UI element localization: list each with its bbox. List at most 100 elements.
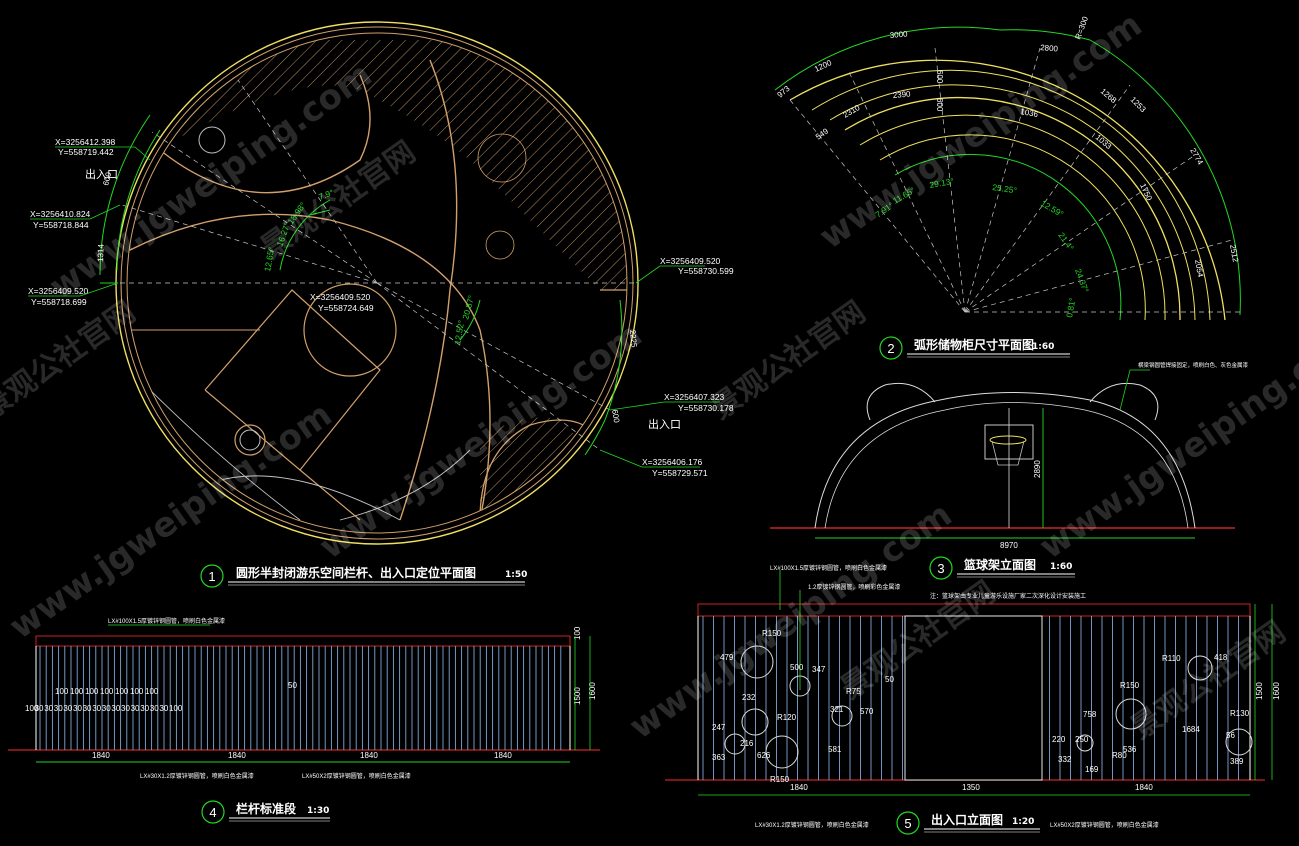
entry-dim-label: 1684: [1182, 725, 1200, 734]
view-number-1: 1: [208, 569, 215, 584]
fence-row-bottom-dim: 30: [159, 704, 168, 713]
coord-y-4: Y=558730.599: [678, 266, 734, 276]
basketball-elevation: 2890 8970 横梁钢圆管焊接固定，喷刷白色、灰色金属漆 3 篮球架立面图 …: [770, 361, 1249, 600]
coord-y-5: Y=558724.649: [318, 303, 374, 313]
view-scale-4: 1:30: [307, 806, 329, 816]
locker-angle-6: 21.4°: [1056, 230, 1076, 252]
coord-y-1: Y=558719.442: [58, 147, 114, 157]
entry-width-3: 1840: [1135, 783, 1153, 792]
watermark-site-1: www.jgweiping.com: [42, 55, 379, 308]
view-title-3: 篮球架立面图: [963, 557, 1036, 572]
locker-dim-17: 973: [776, 84, 792, 100]
fence-row-bottom-dim: 30: [54, 704, 63, 713]
fence-segment: 1840 1840 1840 1840 100 1500 1600 50 100…: [8, 617, 600, 824]
entry-dim-label: R150: [762, 629, 782, 638]
dim-label-3: 600: [610, 409, 621, 424]
locker-dim-16: 1033: [1094, 133, 1114, 152]
fence-row-top-dim: 100: [115, 687, 129, 696]
entry-bottom-note-2: LX#50X2厚镀锌钢圆管，喷刷白色金属漆: [1050, 821, 1159, 829]
fence-h-3: 1600: [588, 682, 597, 700]
watermark-site-5: www.jgweiping.com: [2, 395, 339, 648]
view-number-5: 5: [904, 816, 911, 831]
locker-angle-5: 12.59°: [1039, 198, 1065, 219]
entry-dim-label: 363: [712, 753, 726, 762]
entry-dim-label: 570: [860, 707, 874, 716]
angle-label-6: 12.52°: [452, 319, 466, 345]
fence-row-bottom-dim: 30: [63, 704, 72, 713]
fence-width-2: 1840: [228, 751, 246, 760]
entry-dim-label: 50: [885, 675, 894, 684]
view-scale-1: 1:50: [505, 570, 527, 580]
watermark-name-5: 景观公社官网: [0, 295, 142, 427]
watermark-site-6: www.jgweiping.com: [1032, 315, 1299, 568]
fence-row-top-dim: 100: [130, 687, 144, 696]
basket-dim-width: 8970: [1000, 541, 1018, 550]
fence-row-bottom-dim: 30: [35, 704, 44, 713]
locker-dim-2: 2800: [1040, 43, 1059, 54]
entry-dim-label: 479: [720, 653, 734, 662]
entry-dim-label: 536: [1123, 745, 1137, 754]
watermark-name-2: 景观公社官网: [705, 295, 873, 427]
coord-y-2: Y=558718.844: [33, 220, 89, 230]
fence-row-bottom-dim: 100: [169, 704, 183, 713]
coord-x-5: X=3256409.520: [310, 292, 371, 302]
fence-row-top-dim: 100: [55, 687, 69, 696]
fence-h-1: 100: [573, 626, 582, 640]
locker-dim-6: 600: [935, 70, 944, 84]
entry-dim-label: R150: [1120, 681, 1140, 690]
coordinate-labels: X=3256412.398 Y=558719.442 X=3256410.824…: [28, 137, 734, 478]
locker-dim-9: 1253: [1129, 95, 1148, 114]
coord-x-2: X=3256410.824: [30, 209, 91, 219]
basket-dim-height: 2890: [1033, 460, 1042, 478]
entry-dim-label: 418: [1214, 653, 1228, 662]
entry-dim-label: 220: [1052, 735, 1066, 744]
locker-dim-14: 549: [814, 126, 831, 141]
entry-mid-rail-note: 1.2厚镀锌钢圆管，喷刷彩色金属漆: [808, 583, 900, 591]
view-scale-2: 1:60: [1032, 342, 1054, 352]
locker-dim-1: 3000: [889, 29, 908, 40]
coord-x-6: X=3256407.323: [664, 392, 725, 402]
locker-dim-15: 1036: [1020, 107, 1040, 119]
coord-x-3: X=3256409.520: [28, 286, 89, 296]
entry-dim-label: 758: [1083, 710, 1097, 719]
fence-row-bottom-dim: 30: [150, 704, 159, 713]
fence-bottom-note-2: LX#50X2厚镀锌钢圆管，喷刷白色金属漆: [302, 772, 411, 780]
view-title-2: 弧形储物柜尺寸平面图: [914, 337, 1034, 352]
watermark-name-3: 景观公社官网: [1125, 615, 1293, 747]
fence-row-bottom-dim: 30: [44, 704, 53, 713]
fence-row-bottom-dim: 30: [140, 704, 149, 713]
entry-dim-label: 626: [757, 751, 771, 760]
locker-angle-8: 0.81°: [1064, 297, 1077, 318]
fence-bottom-note-1: LX#30X1.2厚镀锌钢圆管，喷刷白色金属漆: [140, 772, 254, 780]
fence-width-1: 1840: [92, 751, 110, 760]
locker-angle-4: 25.25°: [992, 182, 1018, 195]
locker-dim-5: 2390: [892, 89, 911, 100]
fence-width-4: 1840: [494, 751, 512, 760]
view-number-3: 3: [937, 561, 944, 576]
locker-dim-7: 600: [935, 98, 944, 112]
entry-dim-label: 347: [812, 665, 826, 674]
fence-top-rail-note: LX#100X1.5厚镀锌钢圆管，喷刷白色金属漆: [108, 617, 225, 625]
entry-h-1: 1500: [1255, 682, 1264, 700]
coord-x-4: X=3256409.520: [660, 256, 721, 266]
fence-row-top-dim: 100: [70, 687, 84, 696]
entry-dim-label: 332: [1058, 755, 1072, 764]
entry-h-2: 1600: [1272, 682, 1281, 700]
entrance-note: 注：篮球架由专业儿童游乐设施厂家二次深化设计安装施工: [930, 592, 1086, 600]
fence-gap: 50: [288, 681, 297, 690]
watermark-site-2: www.jgweiping.com: [312, 315, 649, 568]
fence-row-bottom-dim: 30: [83, 704, 92, 713]
coord-y-3: Y=558718.699: [31, 297, 87, 307]
entry-dim-label: 216: [740, 739, 754, 748]
locker-angle-3: 29.13°: [929, 176, 955, 190]
entry-top-rail-note: LX#100X1.5厚镀锌钢圆管，喷刷白色金属漆: [770, 564, 887, 572]
basket-note: 横梁钢圆管焊接固定，喷刷白色、灰色金属漆: [1138, 361, 1249, 369]
entry-dim-label: 321: [830, 705, 844, 714]
entry-bottom-note-1: LX#30X1.2厚镀锌钢圆管，喷刷白色金属漆: [755, 821, 869, 829]
locker-dim-13: 2512: [1228, 244, 1240, 264]
entry-dim-label: 56: [1226, 731, 1235, 740]
dim-label-2: 1314: [96, 243, 106, 262]
entry-dim-label: 232: [742, 693, 756, 702]
